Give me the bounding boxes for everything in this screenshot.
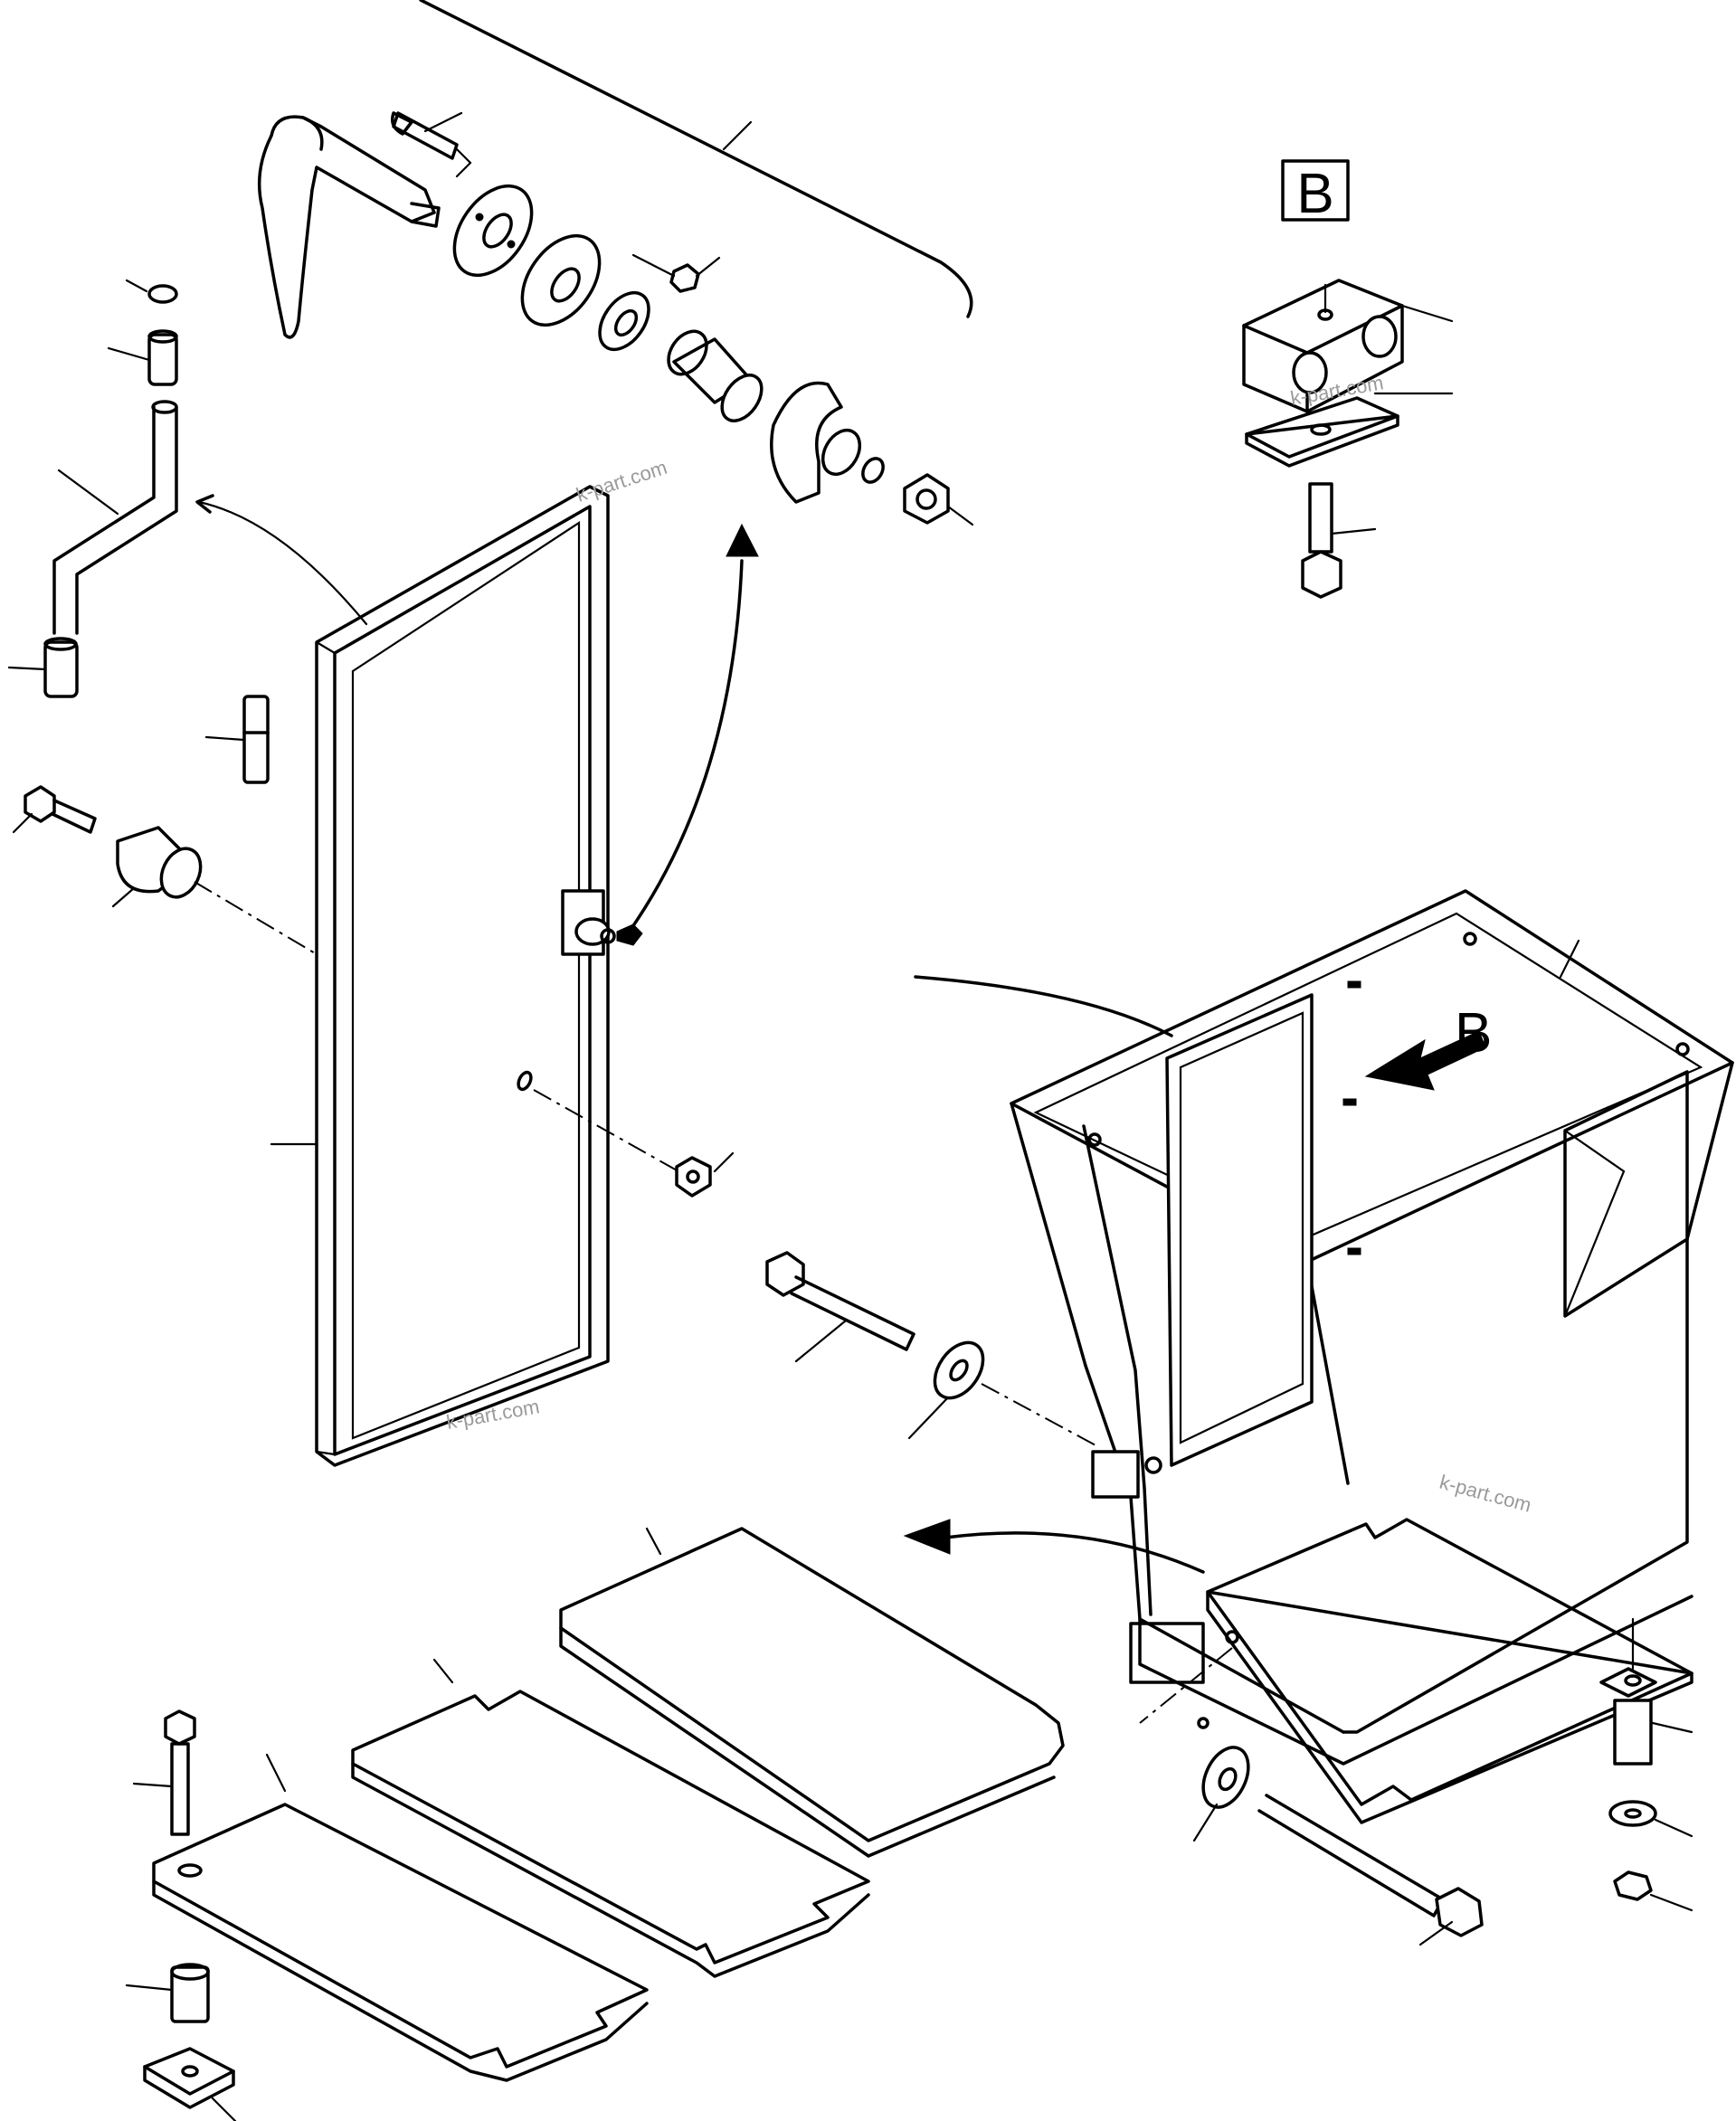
- battery-hold-down-bar: [1165, 993, 1314, 1467]
- latch-catch: [770, 381, 862, 504]
- hose-routing-arrow: [195, 494, 368, 626]
- battery-box-floor: [1206, 1518, 1693, 1824]
- latch-sleeve: [667, 329, 764, 422]
- latch-gasket: [520, 233, 602, 327]
- mat-bolt: [132, 1709, 196, 1836]
- top-outline: [419, 0, 973, 318]
- latch-handle: [257, 115, 441, 339]
- battery-box-line: [914, 939, 1580, 1037]
- clamp-bolt: [1301, 482, 1377, 599]
- door-nut: [675, 1151, 735, 1198]
- box-washer-small: [1608, 1800, 1693, 1838]
- watermark-2: k-part.com: [445, 1395, 542, 1434]
- mat-spacer: [125, 1963, 210, 2023]
- hinge-bolt: [12, 785, 97, 834]
- hinge-pin: [204, 695, 270, 784]
- box-bracket-clip: [1599, 1617, 1693, 1766]
- mat-3: [152, 1753, 649, 2082]
- watermark-4: k-part.com: [1437, 1471, 1534, 1517]
- clamp-plate: [1245, 396, 1399, 468]
- hose-end-sleeve: [7, 637, 79, 698]
- battery-box-bracket: [1091, 1450, 1162, 1499]
- box-nut-small: [1613, 1870, 1693, 1912]
- view-b-arrow: B: [1364, 1002, 1492, 1091]
- mount-bolt: [765, 1251, 915, 1363]
- latch-washer: [598, 290, 650, 352]
- latch-lock-washer: [861, 457, 885, 484]
- drain-hose: [52, 400, 178, 635]
- box-bolt: [1257, 1794, 1484, 1946]
- door-panel: [270, 485, 610, 1467]
- door-latch-mount: [561, 889, 643, 956]
- detail-b-label: B: [1281, 159, 1350, 225]
- mount-washer: [907, 1340, 1100, 1448]
- box-washer: [1192, 1746, 1250, 1842]
- mat-1: [559, 1527, 1065, 1858]
- ring-seal: [125, 279, 178, 304]
- mat-square-nut: [143, 2047, 237, 2121]
- mat-arrow: [903, 1519, 1205, 1574]
- door-hole-washer: [517, 1070, 679, 1172]
- latch-nut: [903, 473, 974, 526]
- latch-small-nut: [631, 253, 721, 293]
- hose-sleeve: [107, 329, 178, 386]
- watermark-1: k-part.com: [574, 456, 670, 507]
- view-b-text: B: [1455, 1002, 1492, 1065]
- pipe-clamp: [1242, 279, 1454, 413]
- battery-box-front: [1129, 1595, 1693, 1766]
- hinge-spacer: [111, 826, 318, 955]
- mat-2: [351, 1658, 870, 1978]
- detail-b-text: B: [1296, 163, 1333, 225]
- latch-arrow: [624, 523, 759, 938]
- latch-bolt: [391, 111, 472, 178]
- battery-box: [1010, 889, 1734, 1734]
- latch-plate: [452, 184, 534, 278]
